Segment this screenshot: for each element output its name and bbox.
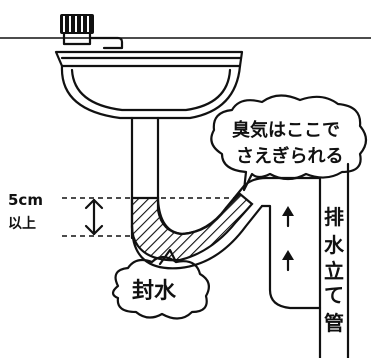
vertical-pipe-label: 排 水 立 て 管: [324, 205, 345, 335]
depth-label-line2: 以上: [8, 216, 36, 232]
depth-label-line1: 5cm: [8, 191, 43, 209]
odor-label-line1: 臭気はここで: [232, 119, 340, 141]
water-seal-label: 封水: [132, 279, 177, 304]
vertical-pipe-char-4: て: [324, 283, 344, 307]
water-seal-cloud: 封水: [111, 248, 211, 320]
sink-basin: [54, 50, 244, 120]
vertical-pipe-char-3: 立: [324, 259, 344, 283]
odor-label-line2: さえぎられる: [236, 145, 343, 167]
vertical-pipe-char-5: 管: [324, 311, 344, 335]
water-seal: [130, 192, 254, 262]
horizontal-pipe: [242, 176, 322, 310]
odor-speech-cloud: 臭気はここで さえぎられる: [210, 94, 368, 192]
vertical-drain-stack: [318, 162, 350, 360]
faucet: [60, 14, 124, 50]
dimension-arrow-icon: [84, 198, 104, 236]
arrow-up-icon: [282, 250, 294, 272]
trap-curve: [130, 184, 264, 270]
arrow-down-icon: [282, 206, 294, 228]
water-level-lines: [62, 197, 236, 237]
vertical-pipe-char-1: 排: [324, 205, 344, 229]
vertical-pipe-char-2: 水: [324, 233, 345, 257]
